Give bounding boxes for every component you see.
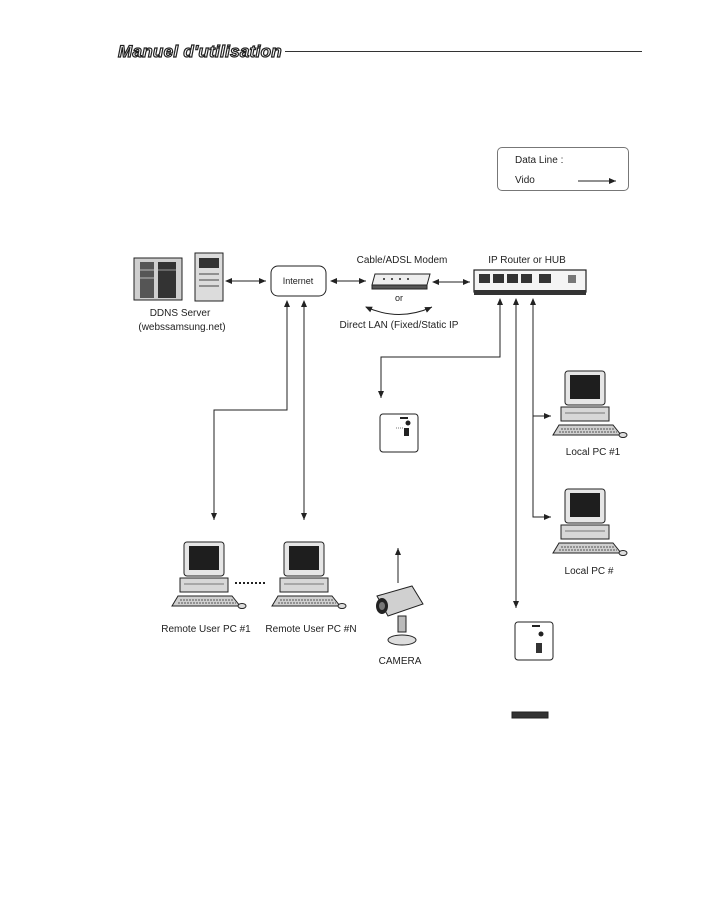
page-title: Manuel d'utilisation <box>117 41 282 61</box>
direct-lan-curve <box>365 306 433 315</box>
link-router-local-pc <box>530 298 551 520</box>
ddns-server-sublabel: (webssamsung.net) <box>138 322 226 333</box>
router-label: IP Router or HUB <box>488 255 566 266</box>
local-pc-n-label: Local PC # <box>564 566 614 577</box>
header-rule <box>285 51 642 52</box>
router-icon <box>473 269 587 295</box>
link-internet-remote-pc-1 <box>211 300 290 520</box>
remote-pc-1-label: Remote User PC #1 <box>161 624 251 635</box>
small-device-icon <box>511 711 549 719</box>
legend-video-label: Vido <box>515 175 535 186</box>
camera-label: CAMERA <box>378 656 422 667</box>
remote-pc-n-icon <box>271 541 347 609</box>
internet-node <box>270 265 327 297</box>
modem-label: Cable/ADSL Modem <box>356 255 448 266</box>
local-pc-1-icon <box>552 370 628 438</box>
link-router-recorder-1 <box>378 298 503 398</box>
recorder-1-icon <box>379 413 419 453</box>
local-pc-n-icon <box>552 488 628 556</box>
ddns-server-label: DDNS Server <box>149 308 211 319</box>
legend-data-line-label: Data Line : <box>515 155 564 166</box>
legend-box <box>497 147 629 191</box>
remote-pc-1-icon <box>171 541 247 609</box>
internet-label: Internet <box>282 276 314 286</box>
recorder-2-icon <box>514 621 554 661</box>
ddns-server-icon <box>133 252 224 302</box>
camera-icon <box>376 585 424 646</box>
remote-pc-n-label: Remote User PC #N <box>265 624 357 635</box>
direct-lan-label: Direct LAN (Fixed/Static IP <box>339 320 459 331</box>
modem-or-label: or <box>394 293 404 303</box>
modem-icon <box>371 273 431 290</box>
local-pc-1-label: Local PC #1 <box>565 447 621 458</box>
